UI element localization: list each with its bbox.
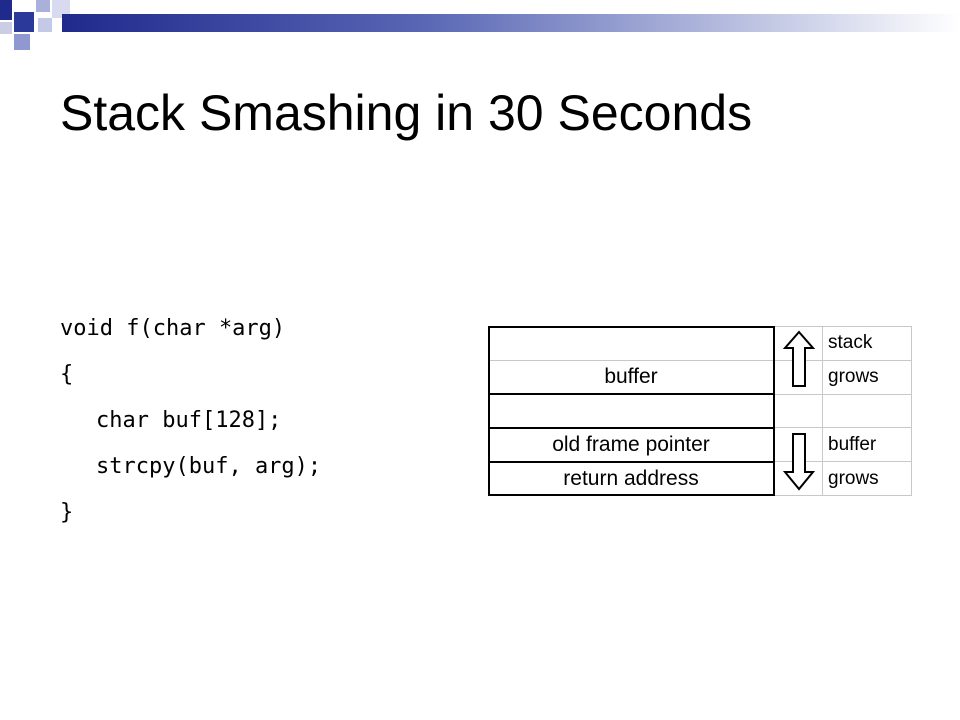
buffer-grows-label: buffer <box>828 434 877 455</box>
buffer-grows-label: grows <box>828 468 879 489</box>
stack-grows-label: grows <box>828 366 879 387</box>
stack-diagram-grid <box>488 326 912 496</box>
buffer-cell: buffer <box>604 365 658 388</box>
stack-diagram: buffer old frame pointer return address … <box>488 326 912 496</box>
decor-square <box>52 0 70 18</box>
arrow-up-outline-icon <box>782 330 816 387</box>
slide-title: Stack Smashing in 30 Seconds <box>60 85 753 141</box>
stack-grows-label: stack <box>828 332 873 353</box>
decor-square <box>0 0 12 20</box>
code-line: strcpy(buf, arg); <box>96 454 322 479</box>
code-line: } <box>60 500 74 525</box>
decor-square <box>38 18 52 32</box>
code-line: { <box>60 362 74 387</box>
return-address-cell: return address <box>563 467 699 490</box>
old-frame-pointer-cell: old frame pointer <box>552 433 710 456</box>
code-line: char buf[128]; <box>96 408 282 433</box>
code-block: void f(char *arg) { char buf[128]; strcp… <box>60 306 321 536</box>
code-line: void f(char *arg) <box>60 316 286 341</box>
decor-square <box>14 12 34 32</box>
decor-square <box>0 22 12 34</box>
header-gradient-bar <box>62 14 960 32</box>
decor-square <box>36 0 50 12</box>
arrow-down-outline-icon <box>782 433 816 491</box>
decor-square <box>14 34 30 50</box>
